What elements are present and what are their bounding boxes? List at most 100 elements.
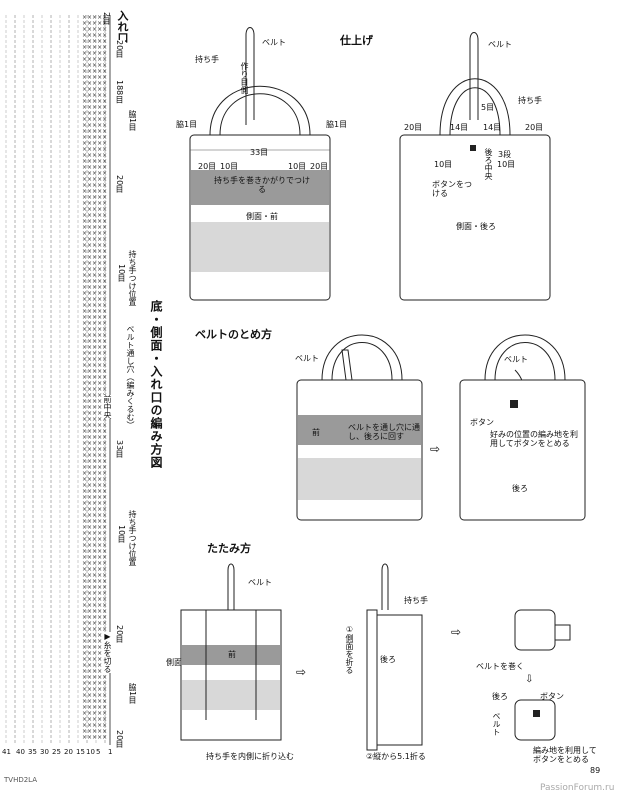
stitch-row: ××××× [82, 116, 107, 123]
stitch-row: ××××× [82, 74, 107, 81]
stitch-row: ××××× [82, 44, 107, 51]
stitch-row: ××××× [82, 380, 107, 387]
front-count-0: 20目 [198, 162, 217, 171]
stitch-row: ××××× [82, 482, 107, 489]
stitch-row: ××××× [82, 674, 107, 681]
stitch-row: ××××× [82, 224, 107, 231]
stitch-row: ××××× [82, 446, 107, 453]
stitch-row: ××××× [82, 548, 107, 555]
stitch-row: ××××× [82, 440, 107, 447]
stitch-row: ××××× [82, 158, 107, 165]
back-rows-3: 3段 [498, 150, 512, 159]
stitch-row: ××××× [82, 596, 107, 603]
stitch-row: ××××× [82, 146, 107, 153]
stitch-row: ××××× [82, 194, 107, 201]
back-count-top-0: 20目 [404, 123, 423, 132]
stitch-row: ××××× [82, 56, 107, 63]
fold-side-step: ①側面を折る [345, 625, 354, 674]
stitch-row: ××××× [82, 86, 107, 93]
chart-label-7: 前中央 [102, 395, 113, 419]
fold-side-label: 側面 [166, 658, 182, 667]
arrow-down: ⇩ [525, 674, 534, 685]
back-count-bottom-0: 10目 [434, 160, 453, 169]
arrow-1: ⇨ [430, 442, 441, 456]
stitch-row: ××××× [82, 476, 107, 483]
fold-roll-1 [514, 609, 571, 651]
stitch-row: ××××× [82, 266, 107, 273]
row-number-25: 25 [52, 748, 61, 756]
stitch-row: ××××× [82, 488, 107, 495]
chart-label-0: 20目 [114, 40, 125, 59]
stitch-row: ××××× [82, 566, 107, 573]
stitch-row: ××××× [82, 524, 107, 531]
row-number-20: 20 [64, 748, 73, 756]
fold-button-instruction: 編み地を利用してボタンをとめる [533, 746, 597, 764]
chart-label-8: 33目 [114, 440, 125, 459]
fold-vertical-step: ②縦から5.1折る [366, 752, 426, 761]
stitch-row: ××××× [82, 434, 107, 441]
fold-button-label: ボタン [540, 692, 564, 701]
stitch-row: ××××× [82, 350, 107, 357]
stitch-row: ××××× [82, 572, 107, 579]
stitch-row: ××××× [82, 248, 107, 255]
stitch-row: ××××× [82, 140, 107, 147]
stitch-row: ××××× [82, 584, 107, 591]
fold-back2-label: 後ろ [492, 692, 508, 701]
stitch-row: ××××× [82, 686, 107, 693]
stitch-row: ××××× [82, 422, 107, 429]
stitch-row: ××××× [82, 32, 107, 39]
front-count-2: 10目 [288, 162, 307, 171]
stitch-row: ××××× [82, 236, 107, 243]
fold-belt-label: ベルト [248, 578, 272, 587]
finish-front-bag [189, 27, 331, 301]
footer-left: TVHD2LA [4, 776, 38, 784]
stitch-row: ××××× [82, 302, 107, 309]
stitch-row: ××××× [82, 698, 107, 705]
stitch-row: ××××× [82, 656, 107, 663]
row-number-35: 35 [28, 748, 37, 756]
fold-back-label: 後ろ [380, 655, 396, 664]
stitch-row: ××××× [82, 494, 107, 501]
chart-label-11: 20目 [114, 625, 125, 644]
row-number-30: 30 [40, 748, 49, 756]
stitch-row: ××××× [82, 668, 107, 675]
row-number-41: 41 [2, 748, 11, 756]
stitch-row: ××××× [82, 392, 107, 399]
stitch-row: ××××× [82, 530, 107, 537]
stitch-row: ××××× [82, 14, 107, 21]
belt-back-label: 後ろ [512, 484, 528, 493]
chart-top-label: 入れ口 [116, 10, 129, 43]
stitch-row: ××××× [82, 614, 107, 621]
fold-roll-2 [514, 699, 556, 741]
stitch-row: ××××× [82, 428, 107, 435]
stitch-row: ××××× [82, 122, 107, 129]
back-count-top-2: 14目 [483, 123, 502, 132]
chart-label-3: 20目 [114, 175, 125, 194]
stitch-row: ××××× [82, 68, 107, 75]
back-count-5: 5目 [481, 103, 495, 112]
stitch-row: ××××× [82, 26, 107, 33]
stitch-row: ××××× [82, 326, 107, 333]
stitch-row: ××××× [82, 38, 107, 45]
row-number-15: 15 [76, 748, 85, 756]
stitch-row: ××××× [82, 110, 107, 117]
belt-front-bag [296, 334, 423, 521]
watermark: PassionForum.ru [540, 783, 615, 793]
stitch-row: ××××× [82, 374, 107, 381]
stitch-row: ××××× [82, 206, 107, 213]
stitch-row: ××××× [82, 404, 107, 411]
stitch-row: ××××× [82, 536, 107, 543]
chart-label-2: 脇1目 [127, 110, 138, 132]
front-count-1: 10目 [220, 162, 239, 171]
stitch-row: ××××× [82, 362, 107, 369]
stitch-row: ××××× [82, 20, 107, 27]
stitch-row: ××××× [82, 356, 107, 363]
stitch-row: ××××× [82, 500, 107, 507]
stitch-row: ××××× [82, 560, 107, 567]
chart-label-10: 10目 [116, 525, 127, 544]
arrow-3: ⇨ [451, 625, 462, 639]
front-body-label: 側面・前 [246, 212, 278, 221]
stitch-row: ××××× [82, 602, 107, 609]
back-count-top-1: 14目 [450, 123, 469, 132]
stitch-row: ××××× [82, 272, 107, 279]
